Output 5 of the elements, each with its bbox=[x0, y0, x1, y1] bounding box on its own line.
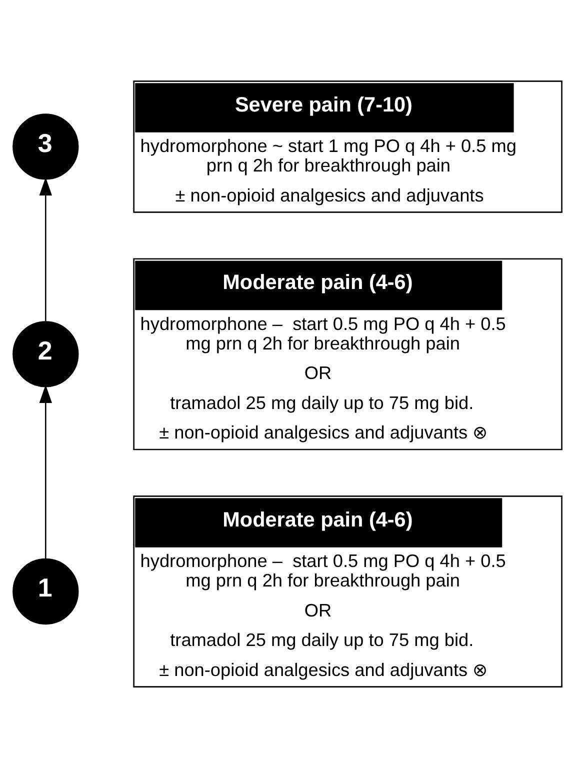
arrow bbox=[39, 384, 52, 560]
node-circle: 3 bbox=[12, 114, 79, 180]
arrow bbox=[39, 177, 52, 322]
node-circle: 2 bbox=[12, 321, 79, 388]
node-circle: 1 bbox=[12, 558, 79, 625]
